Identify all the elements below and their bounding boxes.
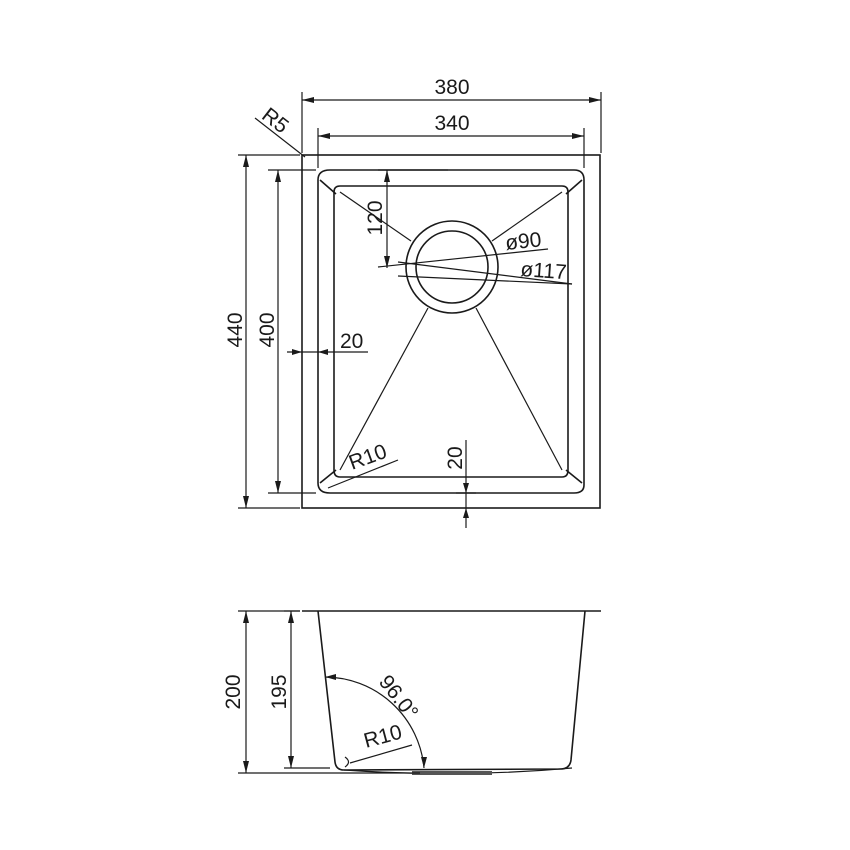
dim-drain-offset: 120: [364, 200, 387, 235]
bowl-floor: [333, 185, 569, 478]
bowl-outline: [317, 169, 585, 494]
dim-overall-length: 440: [224, 312, 247, 347]
dim-inner-corner-radius: R10: [346, 440, 390, 475]
drain-inner: [415, 230, 489, 304]
side-view: 200 195 96.0° R10: [222, 610, 601, 775]
top-view: 380 340 R5 440 400 20 120: [224, 76, 602, 528]
bowl-profile: [317, 610, 586, 771]
outer-rim: [301, 154, 601, 509]
dim-bottom-margin: 20: [444, 446, 467, 469]
dim-overall-width: 380: [434, 76, 469, 99]
dim-side-margin: 20: [340, 330, 363, 353]
dim-wall-angle: 96.0°: [374, 671, 422, 724]
angle-arc: [324, 676, 425, 769]
dim-corner-radius: R5: [257, 103, 292, 138]
dim-bowl-length: 400: [256, 312, 279, 347]
drain-flange: [412, 771, 492, 775]
dim-bowl-width: 340: [434, 112, 469, 135]
dim-bottom-radius: R10: [361, 721, 404, 753]
drain-outer: [405, 220, 499, 314]
dim-drain-outer-dia: ø117: [520, 258, 568, 284]
dim-drain-inner-dia: ø90: [504, 228, 542, 255]
dim-overall-depth: 200: [222, 674, 245, 709]
dim-bowl-depth: 195: [268, 674, 291, 709]
